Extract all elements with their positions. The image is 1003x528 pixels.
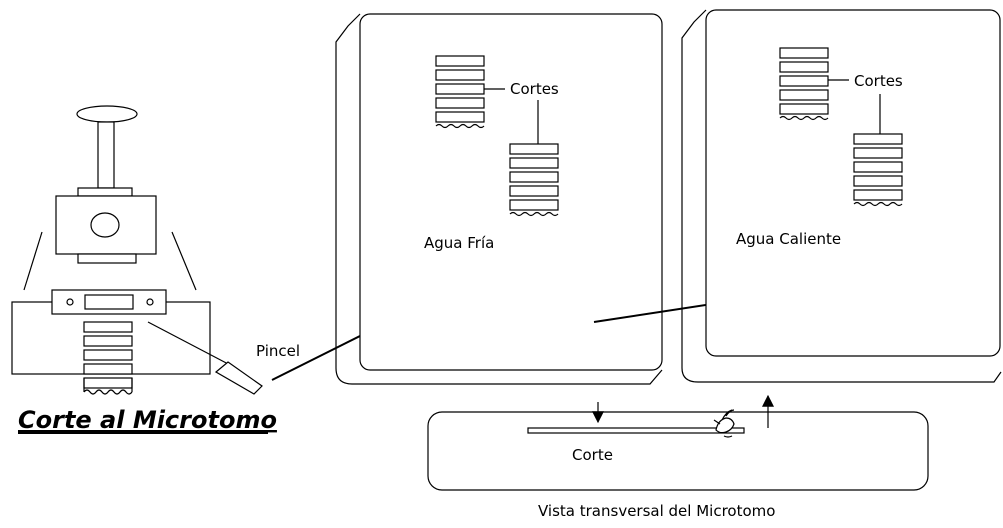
microtome-clamp-slot — [84, 294, 134, 310]
section-slice — [83, 363, 133, 375]
microtome-clamp-screw-left — [66, 298, 74, 306]
hot-cortes-label: Cortes — [854, 72, 903, 90]
hot-water-tank: Cortes Agua Caliente — [681, 9, 1002, 383]
hot-tank-front — [705, 9, 1001, 357]
microtome-head-lens — [90, 212, 120, 238]
cold-cortes-label: Cortes — [510, 80, 559, 98]
section-slice — [83, 335, 133, 347]
pincel-label: Pincel — [256, 342, 300, 360]
cross-section-view: Corte — [427, 394, 929, 491]
microtome-wheel — [76, 105, 138, 123]
section-wavy-edge — [83, 389, 133, 395]
hot-tank-back — [681, 9, 1002, 383]
cross-section-box — [427, 411, 929, 491]
cold-tank-back — [335, 13, 663, 385]
section-slice — [83, 321, 133, 333]
microtome-right-strut — [171, 231, 197, 291]
cold-water-tank: Cortes Agua Fría — [335, 13, 663, 385]
microtome-neck — [77, 187, 133, 197]
brush — [147, 321, 263, 395]
microtome-section-stack — [83, 321, 133, 395]
agua-fria-label: Agua Fría — [424, 234, 494, 252]
vista-label: Vista transversal del Microtomo — [538, 502, 775, 520]
microtome-clamp-screw-right — [146, 298, 154, 306]
microtome-title: Corte al Microtomo — [18, 406, 277, 434]
brush-tip — [214, 361, 263, 395]
agua-caliente-label: Agua Caliente — [736, 230, 841, 248]
microtome: Corte al Microtomo — [11, 105, 277, 434]
hot-cortes-stack-2 — [853, 133, 903, 207]
cold-cortes-stack-1 — [435, 55, 485, 129]
section-slice — [83, 349, 133, 361]
section-slice — [83, 377, 133, 389]
hand-brush-icon — [713, 409, 735, 438]
brush-handle-line — [147, 321, 233, 367]
microtome-head-base — [77, 253, 137, 264]
microtome-shaft — [97, 121, 115, 189]
hot-cortes-stack-1 — [779, 47, 829, 121]
microtome-left-strut — [23, 231, 43, 291]
corte-label: Corte — [572, 446, 613, 464]
section-strip — [527, 427, 745, 434]
cold-cortes-stack-2 — [509, 143, 559, 217]
